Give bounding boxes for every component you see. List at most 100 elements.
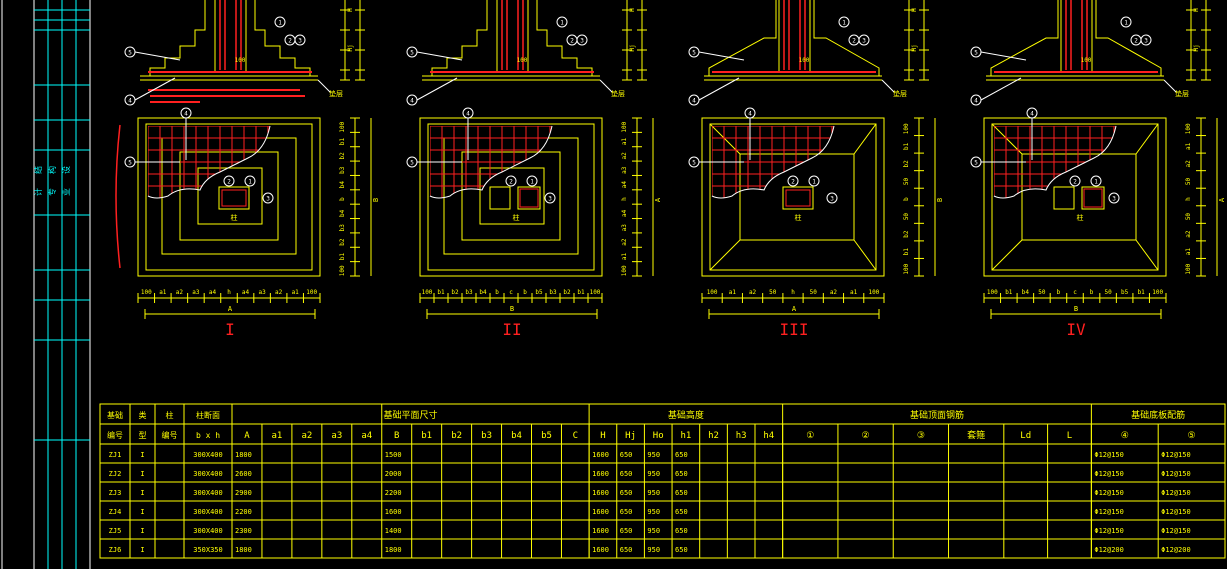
cell-r4: Φ12@150: [1094, 451, 1124, 459]
cell-section: 300X400: [193, 470, 223, 478]
cell-B: 1500: [385, 451, 402, 459]
cell-type: I: [140, 451, 144, 459]
callout-1: [526, 175, 538, 187]
cell-Hj: 650: [620, 451, 633, 459]
column-label: 柱: [513, 213, 520, 222]
bottom-total-label: A: [792, 305, 797, 313]
side-dim-label: b2: [339, 238, 346, 246]
side-dim-label: 100: [1185, 123, 1192, 134]
dim-H: H: [1193, 8, 1200, 12]
cell-section: 350X350: [193, 546, 223, 554]
bottom-dim-label: b1: [1138, 289, 1146, 296]
cell-B: 1800: [385, 546, 402, 554]
group-header-bottom-rebar: 基础底板配筋: [1131, 409, 1185, 421]
column-header: a3: [331, 431, 342, 441]
strip-label: 构: [47, 166, 57, 174]
left-title-strip: 结构设计专业: [1, 0, 91, 569]
bottom-dim-label: h: [227, 289, 231, 296]
column-header: h1: [680, 431, 691, 441]
plan-step-3: [461, 151, 561, 241]
group-header-height: 基础高度: [668, 409, 704, 421]
bottom-dim-label: b: [1057, 289, 1061, 296]
bottom-total-label: B: [510, 305, 514, 313]
bottom-dim-label: b4: [479, 289, 487, 296]
dim-H: H: [347, 8, 354, 12]
cell-Ho: 950: [647, 527, 660, 535]
section-100-label: 100: [517, 57, 528, 64]
callout-text: 2: [1073, 179, 1077, 186]
column-header: Hj: [625, 431, 636, 441]
break-line: [993, 125, 1117, 199]
bottom-dim-label: b3: [465, 289, 473, 296]
callout-3: [576, 34, 588, 46]
column-header: L: [1067, 431, 1072, 441]
callout-3: [544, 192, 556, 204]
bottom-dim-label: c: [1073, 289, 1077, 296]
left-header-top: 柱断面: [196, 410, 220, 420]
bottom-dim-label: 100: [141, 289, 152, 296]
dim-Hj: Hj: [629, 44, 636, 51]
bottom-dim-label: b: [1090, 289, 1094, 296]
cushion-label: 垫层: [893, 89, 907, 98]
cell-r4: Φ12@150: [1094, 508, 1124, 516]
bottom-dim-label: a1: [292, 289, 300, 296]
cell-r4: Φ12@150: [1094, 489, 1124, 497]
callout-3: [294, 34, 306, 46]
side-dim-label: b2: [903, 230, 910, 238]
callout-text: 1: [812, 179, 816, 186]
cell-Hj: 650: [620, 546, 633, 554]
side-dim-label: b3: [339, 166, 346, 174]
bottom-dim-label: a1: [159, 289, 167, 296]
side-dim-label: 50: [903, 177, 910, 185]
view-roman-numeral: IV: [1066, 320, 1086, 339]
cell-id: ZJ4: [109, 508, 122, 516]
plan-step-1: [709, 123, 877, 271]
side-dim-label: a1: [1185, 142, 1192, 150]
side-dim-label: h: [1185, 197, 1192, 201]
callout-text: 5: [974, 50, 978, 57]
dim-H: H: [911, 8, 918, 12]
column-header: b2: [451, 431, 462, 441]
callout-text: 4: [692, 98, 696, 105]
callout-text: 4: [410, 98, 414, 105]
plan-outer-boundary: [701, 117, 885, 277]
side-dim-label: b: [339, 197, 346, 201]
break-line: [429, 125, 553, 199]
cell-A: 2300: [235, 527, 252, 535]
bottom-dim-label: 50: [1038, 289, 1046, 296]
column-header: b4: [511, 431, 522, 441]
side-dim-label: a2: [621, 238, 628, 246]
cell-Hj: 650: [620, 489, 633, 497]
callout-text: 2: [1134, 38, 1138, 45]
column-header: h4: [763, 431, 774, 441]
column-header: C: [573, 431, 578, 441]
cell-section: 300X400: [193, 489, 223, 497]
column-label: 柱: [231, 213, 238, 222]
plan-step-1: [145, 123, 313, 271]
left-header-bottom: 编号: [107, 430, 123, 440]
side-dim-label: a4: [621, 209, 628, 217]
column-rebar-outline: [1083, 188, 1103, 208]
bottom-dim-label: a2: [176, 289, 184, 296]
strip-label: 设: [61, 166, 71, 174]
bottom-dim-label: 100: [1152, 289, 1163, 296]
dim-Hj: Hj: [347, 44, 354, 51]
cell-r5: Φ12@150: [1161, 451, 1191, 459]
side-total-label: B: [372, 198, 380, 202]
cell-h1: 650: [675, 451, 688, 459]
column-label: 柱: [795, 213, 802, 222]
side-dim-label: 100: [903, 263, 910, 274]
plan-outer-boundary: [419, 117, 603, 277]
bottom-dim-label: a2: [275, 289, 283, 296]
